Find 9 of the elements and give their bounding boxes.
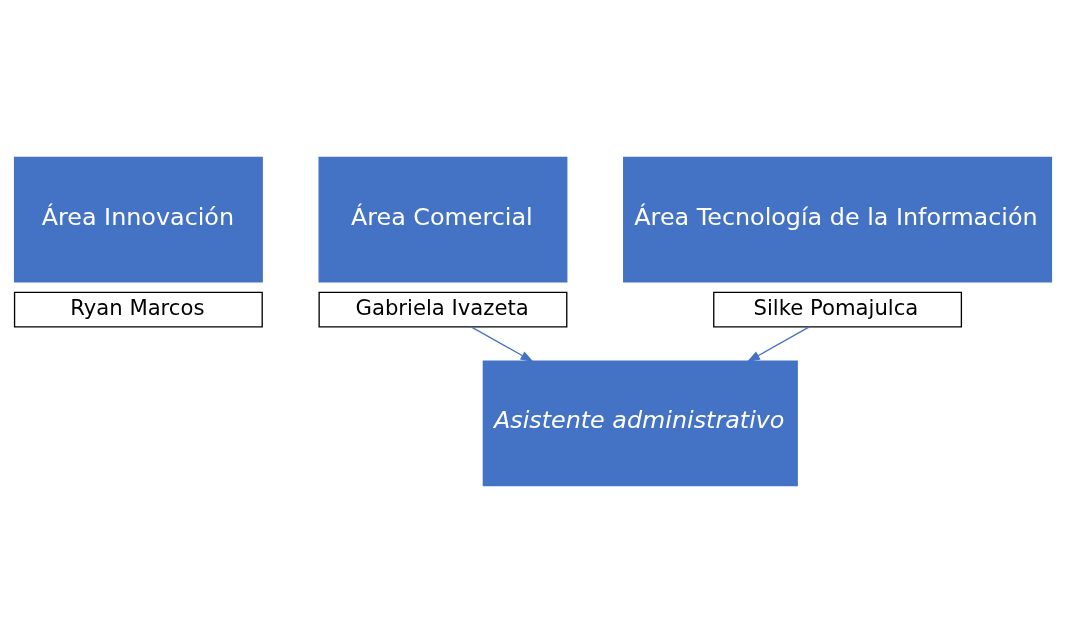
node-box: Asistente administrativo bbox=[482, 360, 798, 486]
node-box: Área Innovación bbox=[13, 156, 263, 282]
node-box: Área Tecnología de la Información bbox=[623, 156, 1053, 282]
arrow bbox=[470, 325, 534, 362]
arrow bbox=[746, 325, 810, 362]
node-box: Silke Pomajulca bbox=[713, 291, 963, 327]
node-box: Ryan Marcos bbox=[13, 291, 263, 327]
node-box: Área Comercial bbox=[318, 156, 568, 282]
node-box: Gabriela Ivazeta bbox=[318, 291, 568, 327]
